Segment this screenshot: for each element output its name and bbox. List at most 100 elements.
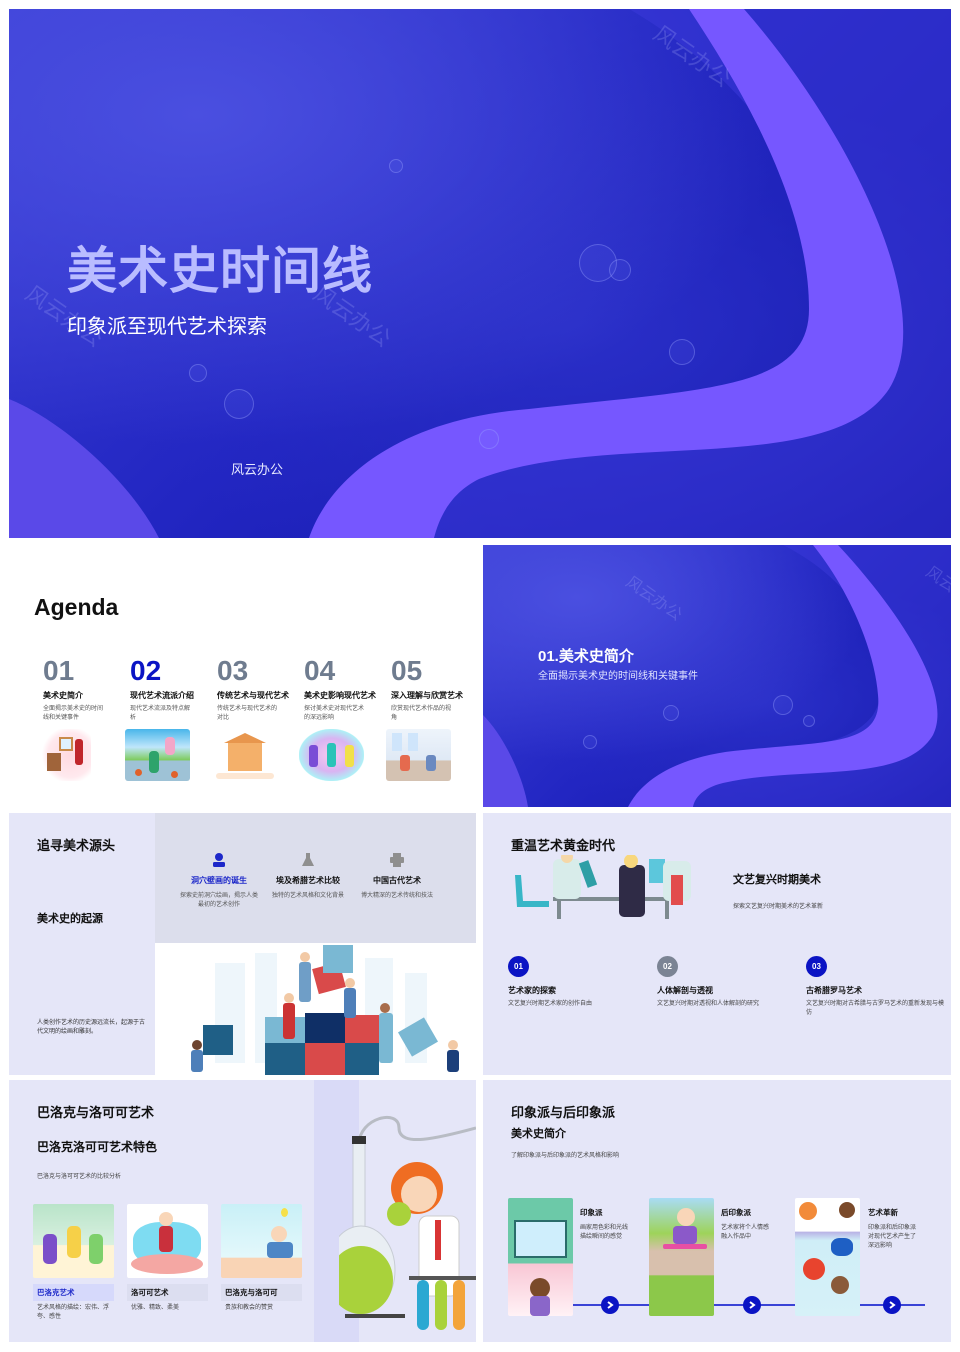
puzzle-team-illustration [191, 945, 459, 1075]
agenda-number: 05 [391, 655, 423, 686]
step-number-badge: 01 [508, 956, 529, 977]
timeline-title: 印象派 [580, 1208, 603, 1217]
agenda-item-title: 美术史简介 [43, 691, 83, 700]
slide-subheading: 美术史简介 [511, 1128, 566, 1140]
style-card[interactable]: 巴洛克艺术 艺术风格的描绘：宏伟、浮夸、感性 [33, 1204, 114, 1322]
basketball-illustration [125, 729, 190, 781]
agenda-item[interactable]: 03 传统艺术与现代艺术 传统艺术与现代艺术的对比 [217, 655, 303, 723]
girl-watching-tv-illustration [508, 1198, 573, 1316]
jump-rope-girl-illustration [127, 1204, 208, 1278]
step-number-badge: 03 [806, 956, 827, 977]
slide-description: 了解印象派与后印象派的艺术风格和影响 [511, 1153, 620, 1159]
card-title: 洛可可艺术 [127, 1284, 208, 1301]
printer-icon [356, 851, 438, 869]
agenda-slide[interactable]: Agenda 01 美术史简介 全面揭示美术史的时间线和关键事件 02 现代艺术… [9, 545, 476, 807]
slide-subheading: 巴洛克洛可可艺术特色 [37, 1140, 158, 1154]
feature-item[interactable]: 埃及希腊艺术比较 独特的艺术风格和文化背景 [267, 851, 349, 901]
timeline-desc: 画家用色彩和光线描绘瞬间的感觉 [580, 1225, 629, 1240]
agenda-item-desc: 探讨美术史对现代艺术的深远影响 [304, 706, 365, 721]
origins-slide[interactable]: 追寻美术源头 美术史的起源 人类创作艺术的历史源远流长，起源于古代文明的绘画和雕… [9, 813, 476, 1075]
section-title: 01.美术史简介 [538, 648, 634, 665]
feature-item[interactable]: 洞穴壁画的诞生 探索史前洞穴绘画，揭示人类最初的艺术创作 [178, 851, 260, 910]
style-card[interactable]: 巴洛克与洛可可 贵族和教会的赞赏 [221, 1204, 302, 1313]
title-slide[interactable]: 风云办公 风云办公 风云办公 美术史时间线 印象派至现代艺术探索 风云办公 [9, 9, 951, 538]
step-title: 古希腊罗马艺术 [806, 986, 862, 995]
agenda-item-title: 传统艺术与现代艺术 [217, 691, 289, 700]
school-illustration [212, 729, 277, 781]
presentation-title: 美术史时间线 [67, 243, 373, 299]
decorative-wave-shape [483, 545, 951, 807]
renaissance-slide[interactable]: 重温艺术黄金时代 文艺复兴时期美术 探索文艺复兴时期美术的艺术革新 01 艺术家… [483, 813, 951, 1075]
section-subtitle: 文艺复兴时期美术 [733, 874, 821, 886]
slide-heading: 追寻美术源头 [37, 838, 116, 853]
slide-subheading: 美术史的起源 [37, 913, 103, 925]
step-item[interactable]: 01 艺术家的探索 文艺复兴时期艺术家的创作自由 [508, 956, 648, 1009]
feature-title: 埃及希腊艺术比较 [276, 876, 340, 885]
step-title: 人体解剖与透视 [657, 986, 713, 995]
slide-heading: 巴洛克与洛可可艺术 [37, 1105, 155, 1120]
step-desc: 文艺复兴时期艺术家的创作自由 [508, 1001, 593, 1007]
scientists-lab-illustration [515, 855, 691, 919]
features-panel [155, 813, 476, 943]
painter-illustration [39, 729, 91, 781]
presentation-subtitle: 印象派至现代艺术探索 [67, 316, 267, 338]
boy-scientist-illustration [339, 1116, 476, 1330]
agenda-item-desc: 全面揭示美术史的时间线和关键事件 [43, 706, 104, 721]
chevron-right-icon[interactable] [883, 1296, 901, 1314]
agenda-title: Agenda [34, 594, 119, 620]
style-card[interactable]: 洛可可艺术 优雅、精致、柔美 [127, 1204, 208, 1313]
chevron-right-icon[interactable] [601, 1296, 619, 1314]
agenda-item-desc: 现代艺术流派及特点解析 [130, 706, 191, 721]
brand-label: 风云办公 [231, 462, 284, 477]
slide-description: 巴洛克与洛可可艺术的比较分析 [37, 1174, 122, 1180]
section-description: 探索文艺复兴时期美术的艺术革新 [733, 904, 824, 910]
card-desc: 艺术风格的描绘：宏伟、浮夸、感性 [37, 1305, 110, 1320]
step-desc: 文艺复兴时期对透视和人体解剖的研究 [657, 1001, 760, 1007]
timeline-title: 后印象派 [721, 1208, 751, 1217]
boy-hurdling-illustration [649, 1198, 714, 1316]
decorative-wave-shape [9, 9, 951, 538]
card-title: 巴洛克艺术 [33, 1284, 114, 1301]
agenda-number: 01 [43, 655, 75, 686]
agenda-item-desc: 欣赏现代艺术作品的视角 [391, 706, 452, 721]
agenda-item-title: 深入理解与欣赏艺术 [391, 691, 463, 700]
agenda-number: 03 [217, 655, 249, 686]
slide-heading: 重温艺术黄金时代 [511, 838, 616, 853]
user-icon [178, 851, 260, 869]
agenda-item-desc: 传统艺术与现代艺术的对比 [217, 706, 278, 721]
feature-title: 洞穴壁画的诞生 [191, 876, 247, 885]
step-item[interactable]: 03 古希腊罗马艺术 文艺复兴时期对古希腊与古罗马艺术的重新发现与模仿 [806, 956, 946, 1018]
agenda-number: 04 [304, 655, 336, 686]
step-item[interactable]: 02 人体解剖与透视 文艺复兴时期对透视和人体解剖的研究 [657, 956, 797, 1009]
agenda-item[interactable]: 01 美术史简介 全面揭示美术史的时间线和关键事件 [43, 655, 129, 723]
section-subtitle: 全面揭示美术史的时间线和关键事件 [538, 671, 698, 682]
agenda-item[interactable]: 04 美术史影响现代艺术 探讨美术史对现代艺术的深远影响 [304, 655, 390, 723]
chevron-right-icon[interactable] [743, 1296, 761, 1314]
card-desc: 贵族和教会的赞赏 [225, 1305, 274, 1311]
impressionism-slide[interactable]: 印象派与后印象派 美术史简介 了解印象派与后印象派的艺术风格和影响 印象派 画家… [483, 1080, 951, 1342]
step-title: 艺术家的探索 [508, 986, 556, 995]
section-slide[interactable]: 风云办公 风云办公 01.美术史简介 全面揭示美术史的时间线和关键事件 [483, 545, 951, 807]
left-panel [9, 813, 155, 1075]
timeline-desc: 艺术家将个人情感融入作品中 [721, 1225, 770, 1240]
card-title: 巴洛克与洛可可 [221, 1284, 302, 1301]
agenda-item-title: 现代艺术流派介绍 [130, 691, 194, 700]
feature-desc: 探索史前洞穴绘画，揭示人类最初的艺术创作 [179, 893, 258, 908]
feature-item[interactable]: 中国古代艺术 博大精深的艺术传统和技法 [356, 851, 438, 901]
cafe-illustration [386, 729, 451, 781]
step-desc: 文艺复兴时期对古希腊与古罗马艺术的重新发现与模仿 [806, 1001, 945, 1016]
party-kids-illustration [33, 1204, 114, 1278]
baroque-rococo-slide[interactable]: 巴洛克与洛可可艺术 巴洛克洛可可艺术特色 巴洛克与洛可可艺术的比较分析 巴洛克艺… [9, 1080, 476, 1342]
timeline-desc: 印象派和后印象派对现代艺术产生了深远影响 [868, 1225, 917, 1249]
step-number-badge: 02 [657, 956, 678, 977]
timeline-title: 艺术革新 [868, 1208, 898, 1217]
flask-icon [267, 851, 349, 869]
agenda-item[interactable]: 02 现代艺术流派介绍 现代艺术流派及特点解析 [130, 655, 216, 723]
illustration-panel [155, 943, 476, 1075]
idea-boy-illustration [221, 1204, 302, 1278]
agenda-item-title: 美术史影响现代艺术 [304, 691, 376, 700]
agenda-item[interactable]: 05 深入理解与欣赏艺术 欣赏现代艺术作品的视角 [391, 655, 476, 723]
kids-painting-illustration [795, 1198, 860, 1316]
slide-description: 人类创作艺术的历史源远流长，起源于古代文明的绘画和雕刻。 [37, 1020, 146, 1035]
feature-desc: 独特的艺术风格和文化背景 [271, 893, 344, 899]
